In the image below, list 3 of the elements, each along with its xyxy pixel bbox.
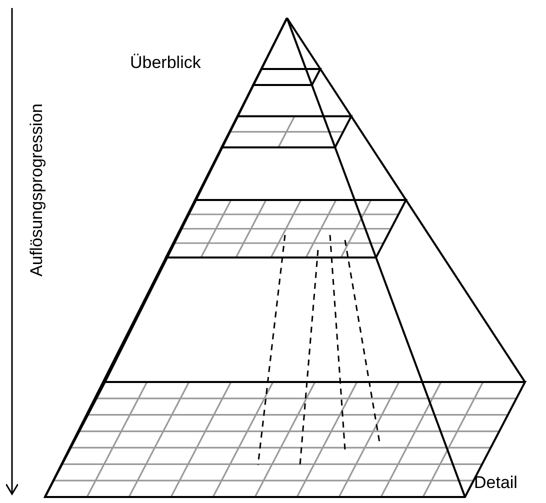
detail-label: Detail <box>474 473 518 493</box>
axis-label: Auflösungsprogression <box>27 104 47 276</box>
overview-label: Überblick <box>130 53 201 73</box>
